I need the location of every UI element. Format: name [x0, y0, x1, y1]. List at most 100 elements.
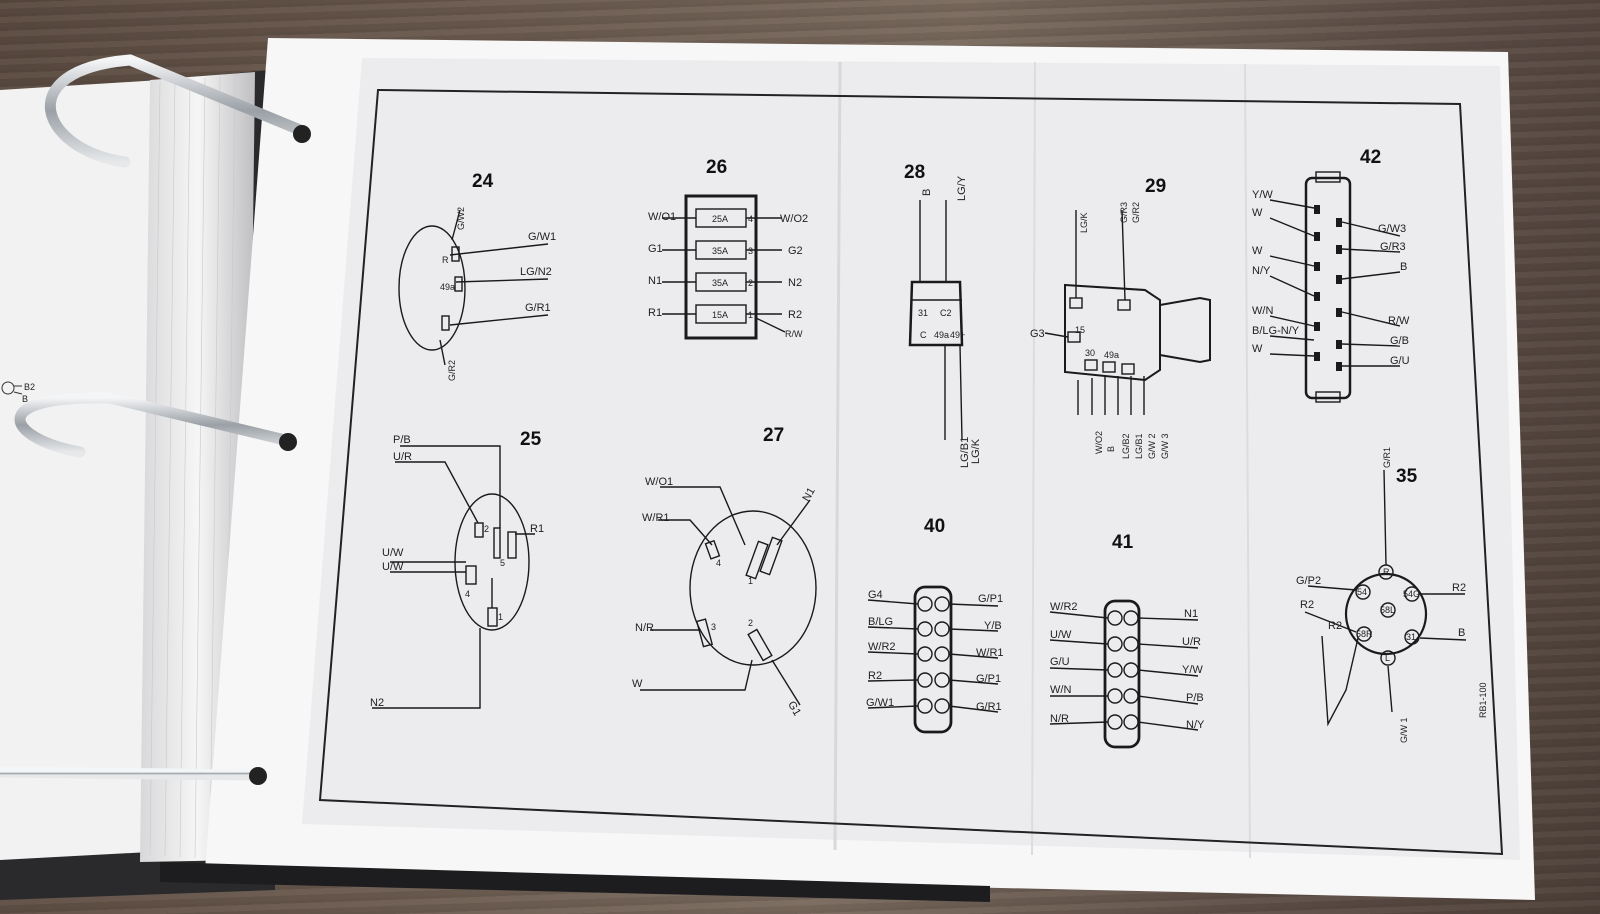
- wire-label: G2: [788, 245, 803, 257]
- connector-42-number: 42: [1360, 147, 1381, 168]
- connector-40: 40 G4 B/LG W/R2 R2 G/W1 G/P1 Y/B W/R1 G/…: [866, 516, 1004, 734]
- fuse-box-26: 26 W/O1 G1 N1 R1 W/O2 G2 N2 R2 R/W 25A 3…: [648, 157, 808, 340]
- wire-label: U/W: [382, 561, 404, 573]
- fuse-position: 4: [748, 214, 753, 224]
- wire-label: U/R: [1182, 636, 1201, 648]
- pin-label: R: [1383, 567, 1390, 577]
- wire-label: G/U: [1390, 355, 1410, 367]
- connector-40-number: 40: [924, 516, 945, 537]
- left-page-partial-diagram: B2 B: [1, 381, 35, 404]
- wire-label: LG/B2: [1121, 433, 1131, 459]
- wire-label: G/W 1: [1399, 717, 1409, 743]
- wire-label: W/R2: [1050, 601, 1078, 613]
- wire-label: P/B: [1186, 692, 1204, 704]
- wire-label: N/Y: [1252, 265, 1271, 277]
- fuse-position: 2: [748, 278, 753, 288]
- pin-label: 54: [1357, 587, 1367, 597]
- wire-label: G/R3: [1380, 241, 1406, 253]
- wire-label: B/LG: [868, 616, 893, 628]
- switch-27-number: 27: [763, 425, 784, 446]
- wire-label: G4: [868, 589, 883, 601]
- terminal-label: 30: [1085, 348, 1095, 358]
- fuse-rating: 15A: [712, 310, 728, 320]
- pin-label: 58R: [1356, 629, 1373, 639]
- terminal-label: 3: [711, 622, 716, 632]
- wire-label: Y/W: [1252, 189, 1273, 201]
- wire-label: W/N: [1050, 684, 1071, 696]
- wire-label: N1: [648, 275, 662, 287]
- connector-24-number: 24: [472, 171, 494, 192]
- relay-28-number: 28: [904, 162, 925, 183]
- wire-label: R1: [648, 307, 662, 319]
- wire-label: U/R: [393, 451, 412, 463]
- left-label-1: B2: [24, 382, 35, 392]
- fuse-position: 1: [748, 310, 753, 320]
- wire-label: B: [1106, 446, 1116, 452]
- wire-label: W/O2: [1094, 431, 1104, 454]
- wire-label: W/O2: [780, 213, 808, 225]
- terminal-label: 2: [748, 618, 753, 628]
- wire-label: LG/N2: [520, 266, 552, 278]
- wire-label: P/B: [393, 434, 411, 446]
- wire-label: R/W: [785, 329, 803, 339]
- pin-label: 58L: [1380, 605, 1395, 615]
- pin-label: 31: [1406, 632, 1416, 642]
- connector-42: 42 Y/W W W N/Y W/N B/LG-N/Y W G/W3 G/R3 …: [1252, 147, 1410, 403]
- wire-label: W: [1252, 245, 1263, 257]
- wire-label: LG/B1: [1134, 433, 1144, 459]
- pin-label: L: [1385, 653, 1390, 663]
- wire-label: G/P1: [976, 673, 1001, 685]
- wire-label: W: [1252, 207, 1263, 219]
- wire-label: B: [921, 189, 933, 196]
- wire-label: G/R3: [1119, 202, 1129, 223]
- wire-label: Y/B: [984, 620, 1002, 632]
- terminal-label: 1: [748, 576, 753, 586]
- wire-label: W/R1: [976, 647, 1004, 659]
- wire-label: N/R: [1050, 713, 1069, 725]
- pin-label: 54G: [1403, 589, 1420, 599]
- pin-label: 31: [918, 308, 928, 318]
- switch-25-number: 25: [520, 429, 542, 450]
- wire-label: G3: [1030, 328, 1045, 340]
- wire-label: G/W 3: [1160, 433, 1170, 459]
- wire-label: LG/K: [970, 438, 982, 464]
- switch-29: 29 LG/K G/R3 G/R2 G3 15 30 49a W/O2 B LG…: [1030, 176, 1211, 459]
- wire-label: G1: [648, 243, 663, 255]
- wire-label: W: [1252, 343, 1263, 355]
- wire-label: G/R1: [525, 302, 551, 314]
- wire-label: R2: [868, 670, 882, 682]
- wire-label: Y/W: [1182, 664, 1203, 676]
- wire-label: G/B: [1390, 335, 1409, 347]
- fuse-rating: 25A: [712, 214, 728, 224]
- wire-label: N1: [1184, 608, 1198, 620]
- wire-label: LG/Y: [956, 175, 968, 201]
- wire-label: W/R2: [868, 641, 896, 653]
- socket-35: 35 G/R1 G/P2 R2 R2 R2 B G/W 1 RB1-100 R …: [1296, 447, 1488, 743]
- left-label-2: B: [22, 394, 28, 404]
- pin-label: 49+: [950, 330, 965, 340]
- wire-label: G/P2: [1296, 575, 1321, 587]
- wire-label: G/W1: [528, 231, 556, 243]
- wire-label: G/U: [1050, 656, 1070, 668]
- pin-label: 49a: [934, 330, 949, 340]
- wire-label: G/R1: [976, 701, 1002, 713]
- wire-label: G/R2: [1131, 202, 1141, 223]
- wire-label: G/R1: [1382, 447, 1392, 468]
- fold-line: [833, 61, 842, 851]
- wire-label: R2: [788, 309, 802, 321]
- relay-28: 28 B LG/Y LG/B1 LG/K 31 C2 C 49a 49+: [904, 162, 982, 468]
- socket-35-number: 35: [1396, 466, 1418, 487]
- terminal-label: 4: [716, 558, 721, 568]
- wire-label: R2: [1328, 620, 1342, 632]
- wire-label: G/P1: [978, 593, 1003, 605]
- wire-label: R1: [530, 523, 544, 535]
- wire-label: B: [1458, 627, 1465, 639]
- fold-line: [1031, 61, 1036, 856]
- left-page: [0, 80, 160, 860]
- switch-25: 25 P/B U/R U/W U/W N2 R1 2 4 5 1: [370, 429, 544, 709]
- wire-label: B: [1400, 261, 1407, 273]
- terminal-label: R: [442, 255, 449, 265]
- binder-rings: [0, 54, 311, 785]
- printed-sheet: [302, 58, 1520, 860]
